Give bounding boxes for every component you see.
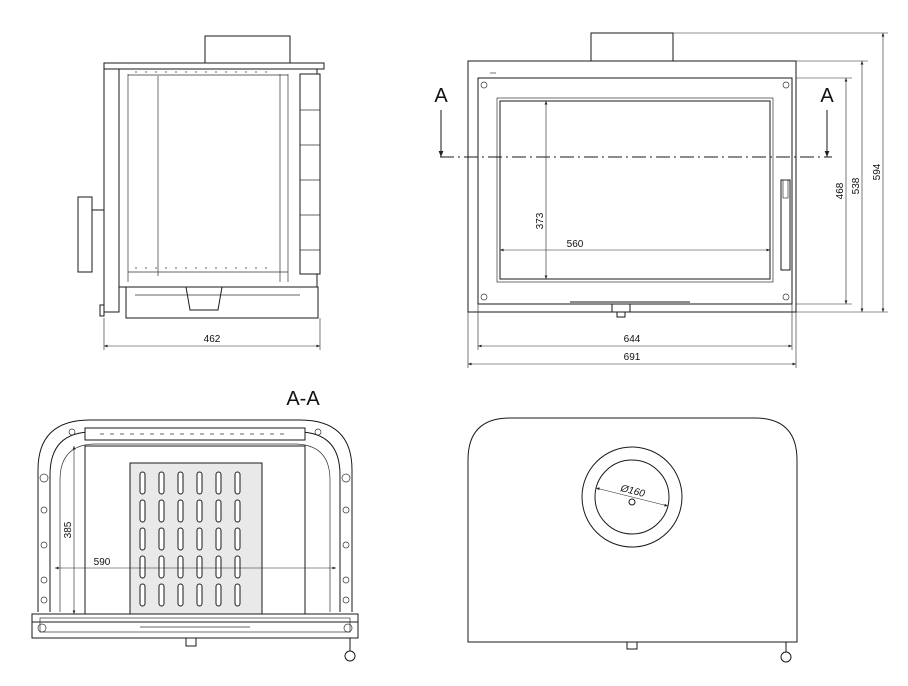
grate-slot (158, 527, 165, 551)
top-handle-knob (780, 651, 792, 663)
grate-slot (215, 471, 222, 495)
grate-slot (158, 499, 165, 523)
side-view: 462 (77, 35, 325, 350)
dim-section-depth: 385 (63, 521, 74, 538)
front-door-handle (780, 179, 791, 271)
grate-slot (139, 527, 146, 551)
grate-slot (177, 555, 184, 579)
side-base (125, 286, 319, 319)
section-marker-left: A (434, 85, 448, 107)
grate-slot (196, 471, 203, 495)
front-glass (499, 100, 771, 280)
grate-slot (177, 583, 184, 607)
grate-slot (139, 471, 146, 495)
grate-slot (139, 499, 146, 523)
section-view: A-A 385 590 (31, 388, 359, 662)
grate-slot (196, 527, 203, 551)
dim-front-inner-width: 644 (624, 334, 641, 345)
grate-slot (139, 583, 146, 607)
grate-slot (177, 527, 184, 551)
side-rear-ribs (299, 73, 321, 275)
grate-slot (234, 555, 241, 579)
side-body (118, 68, 318, 288)
grate-slot (234, 583, 241, 607)
side-top-plate (103, 62, 325, 70)
section-marker-right: A (820, 85, 834, 107)
grate-slot (158, 555, 165, 579)
section-title: A-A (286, 388, 320, 410)
dim-glass-height: 373 (535, 212, 546, 229)
front-air-slider (611, 303, 631, 313)
dim-height-468: 468 (835, 182, 846, 199)
side-front-panel (103, 68, 120, 313)
section-top-bar (84, 427, 306, 441)
grate-slot (234, 527, 241, 551)
grate-slot (139, 555, 146, 579)
front-flue-collar (590, 32, 674, 62)
grate-slot (158, 471, 165, 495)
grate-slot (158, 583, 165, 607)
grate-slot (215, 583, 222, 607)
grate-slot (215, 527, 222, 551)
grate-slot (177, 471, 184, 495)
grate-slot (196, 555, 203, 579)
section-handle-knob (344, 650, 356, 662)
grate-slot (234, 471, 241, 495)
dim-height-594: 594 (872, 163, 883, 180)
dim-height-538: 538 (851, 177, 862, 194)
grate-slot (215, 499, 222, 523)
side-flue-collar (204, 35, 291, 64)
grate-slot (234, 499, 241, 523)
front-view: A A 373 560 644 691 468 538 594 (434, 32, 888, 368)
grate-slot (196, 499, 203, 523)
dim-front-outer-width: 691 (624, 352, 641, 363)
grate-slot (177, 499, 184, 523)
dim-section-width: 590 (94, 557, 111, 568)
grate-slot (196, 583, 203, 607)
dim-side-depth: 462 (204, 334, 221, 345)
grate-slot (215, 555, 222, 579)
section-grate (129, 462, 263, 615)
dim-glass-width: 560 (567, 239, 584, 250)
side-door-handle (77, 196, 93, 273)
top-view: Ø160 (467, 417, 798, 663)
